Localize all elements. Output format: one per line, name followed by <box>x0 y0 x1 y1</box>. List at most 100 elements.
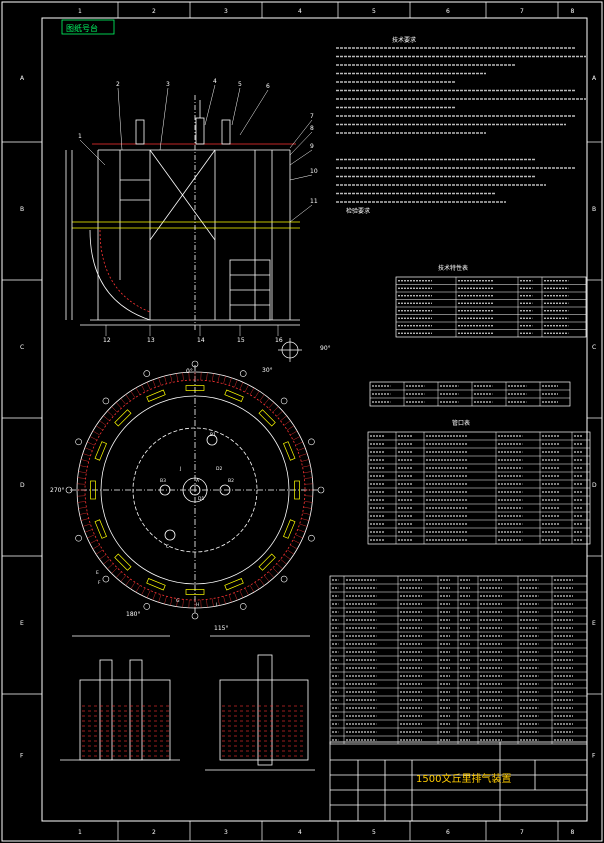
ring-hatch <box>182 599 184 608</box>
ring-hatch <box>239 382 244 390</box>
col-label-bottom: 1 <box>78 829 82 836</box>
leader-line <box>289 204 313 223</box>
plan-balloon <box>75 438 82 446</box>
part-balloon: 9 <box>310 143 314 150</box>
plan-balloon <box>191 360 199 368</box>
ring-hatch <box>146 382 151 390</box>
col-label-top: 6 <box>446 8 450 15</box>
ring-hatch <box>92 544 100 550</box>
nozzle-letter: D2 <box>216 466 222 472</box>
part-balloon: 12 <box>103 337 111 344</box>
ring-hatch <box>95 549 103 555</box>
ring-hatch <box>182 372 184 381</box>
col-label-top: 3 <box>224 8 228 15</box>
ring-hatch <box>212 598 214 607</box>
leader-line <box>231 87 241 126</box>
ring-hatch <box>125 578 131 586</box>
plan-balloon <box>143 370 151 377</box>
ring-hatch <box>272 406 279 413</box>
ring-hatch <box>299 523 308 527</box>
plan-balloon <box>317 486 325 494</box>
nozzle-table-title: 管口表 <box>452 419 470 427</box>
ring-hatch <box>82 453 91 457</box>
ring-hatch <box>259 578 265 586</box>
ring-hatch <box>206 599 208 608</box>
row-label-right: F <box>592 753 596 760</box>
col-label-top: 8 <box>571 8 575 15</box>
ring-hatch <box>276 410 283 417</box>
ring-hatch <box>176 373 178 382</box>
ring-hatch <box>164 596 167 605</box>
ring-hatch <box>297 447 306 451</box>
ring-hatch <box>80 459 89 462</box>
ring-hatch <box>292 436 301 441</box>
ring-hatch <box>107 563 114 570</box>
ring-hatch <box>82 523 91 527</box>
ring-hatch <box>78 507 87 509</box>
ring-hatch <box>212 373 214 382</box>
leader-line <box>239 89 269 136</box>
ring-hatch <box>299 453 308 457</box>
detail-section-left <box>60 635 180 761</box>
ring-hatch <box>301 518 310 521</box>
ring-hatch <box>89 436 98 441</box>
arc-plate <box>114 409 132 427</box>
arc-plate <box>90 480 96 500</box>
ring-hatch <box>287 549 295 555</box>
ring-hatch <box>268 571 275 578</box>
table-frame <box>329 575 588 745</box>
arc-plate <box>94 519 107 539</box>
row-label-left: D <box>20 482 25 489</box>
arc-plate <box>185 589 205 595</box>
ring-hatch <box>290 430 298 436</box>
ring-hatch <box>254 390 260 398</box>
ring-hatch <box>152 592 156 601</box>
ring-hatch <box>111 406 118 413</box>
part-balloon: 1 <box>78 133 82 140</box>
arc-plate <box>146 389 166 402</box>
col-label-bottom: 2 <box>152 829 156 836</box>
plan-balloon <box>239 603 247 610</box>
angle-90: 90° <box>320 345 331 352</box>
ring-hatch <box>130 390 136 398</box>
arc-plate <box>283 519 296 539</box>
arc-plate <box>114 553 132 571</box>
arc-plate <box>258 409 276 427</box>
ring-hatch <box>111 567 118 574</box>
row-label-right: A <box>592 75 597 82</box>
part-balloon: 7 <box>310 113 314 120</box>
ring-hatch <box>99 420 107 426</box>
ring-hatch <box>79 512 88 515</box>
ring-hatch <box>107 410 114 417</box>
col-label-top: 5 <box>372 8 376 15</box>
ring-hatch <box>84 529 93 533</box>
ring-hatch <box>290 544 298 550</box>
arc-plate <box>146 578 166 591</box>
hatching <box>82 705 303 757</box>
ring-hatch <box>264 398 270 405</box>
ring-hatch <box>234 592 238 601</box>
ring-hatch <box>146 590 151 598</box>
ring-hatch <box>176 598 178 607</box>
part-balloon: 13 <box>147 337 155 344</box>
ring-hatch <box>164 375 167 384</box>
row-label-left: B <box>20 206 24 213</box>
ring-hatch <box>303 471 312 473</box>
plan-balloon <box>65 486 73 494</box>
plan-balloon <box>143 603 151 610</box>
col-label-top: 7 <box>520 8 524 15</box>
ring-hatch <box>120 575 126 582</box>
plan-balloon <box>308 534 315 542</box>
ring-hatch <box>292 539 301 544</box>
ring-hatch <box>239 590 244 598</box>
tech-notes-lines <box>336 47 586 203</box>
row-label-right: E <box>592 620 596 627</box>
nozzle-letter: A <box>196 478 200 484</box>
ring-hatch <box>80 518 89 521</box>
nozzle-letter: G <box>176 598 180 604</box>
ring-hatch <box>79 465 88 468</box>
